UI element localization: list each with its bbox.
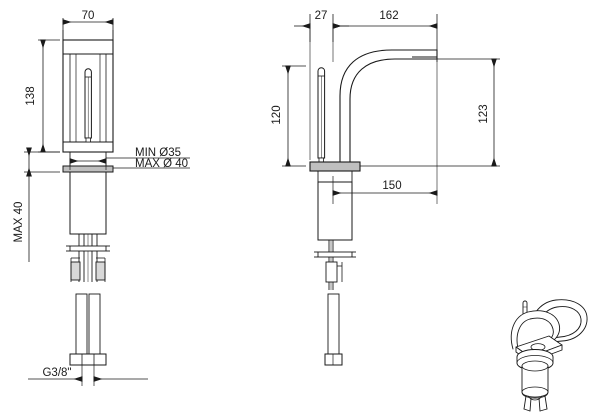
- dimension-width-70: [62, 18, 114, 42]
- iso-supply-tails: [523, 395, 548, 412]
- shank-body-front: [66, 171, 110, 282]
- isometric-assembly-view: [510, 299, 588, 412]
- dimension-handle-height-120: [282, 65, 306, 167]
- dimension-spout-height-123: [360, 58, 500, 167]
- dimension-label-hole-min: MIN Ø35: [135, 147, 181, 159]
- dimension-projection-150: [332, 59, 438, 204]
- faucet-body-outline: [62, 39, 114, 153]
- front-elevation-view: [24, 18, 190, 386]
- lever-handle-front: [84, 68, 92, 143]
- dimension-label-spout-height-123: 123: [478, 104, 490, 123]
- dimension-deck-thickness: [24, 147, 60, 262]
- iso-body-cylinder: [521, 360, 549, 399]
- dimension-label-handle-height-120: 120: [271, 105, 283, 124]
- dimension-label-width-70: 70: [82, 10, 95, 22]
- spout-outline: [339, 49, 438, 165]
- dimension-label-thread: G3/8": [42, 367, 71, 379]
- dimension-label-projection-150: 150: [382, 180, 401, 192]
- dimension-label-hole-max: MAX Ø 40: [135, 158, 188, 170]
- dimension-label-height-138: 138: [25, 86, 37, 105]
- supply-tails-side: [324, 293, 343, 366]
- side-elevation-view: [282, 14, 500, 366]
- supply-tails-front: [69, 293, 107, 366]
- dimension-label-offset-27: 27: [315, 10, 328, 22]
- dimension-label-max-40: MAX 40: [13, 202, 25, 243]
- dimension-label-reach-162: 162: [379, 10, 398, 22]
- base-plate-side: [309, 161, 361, 172]
- dimension-mounting-hole: [69, 157, 190, 170]
- lever-handle-side: [317, 67, 326, 163]
- dimension-thread-g38: [28, 365, 148, 386]
